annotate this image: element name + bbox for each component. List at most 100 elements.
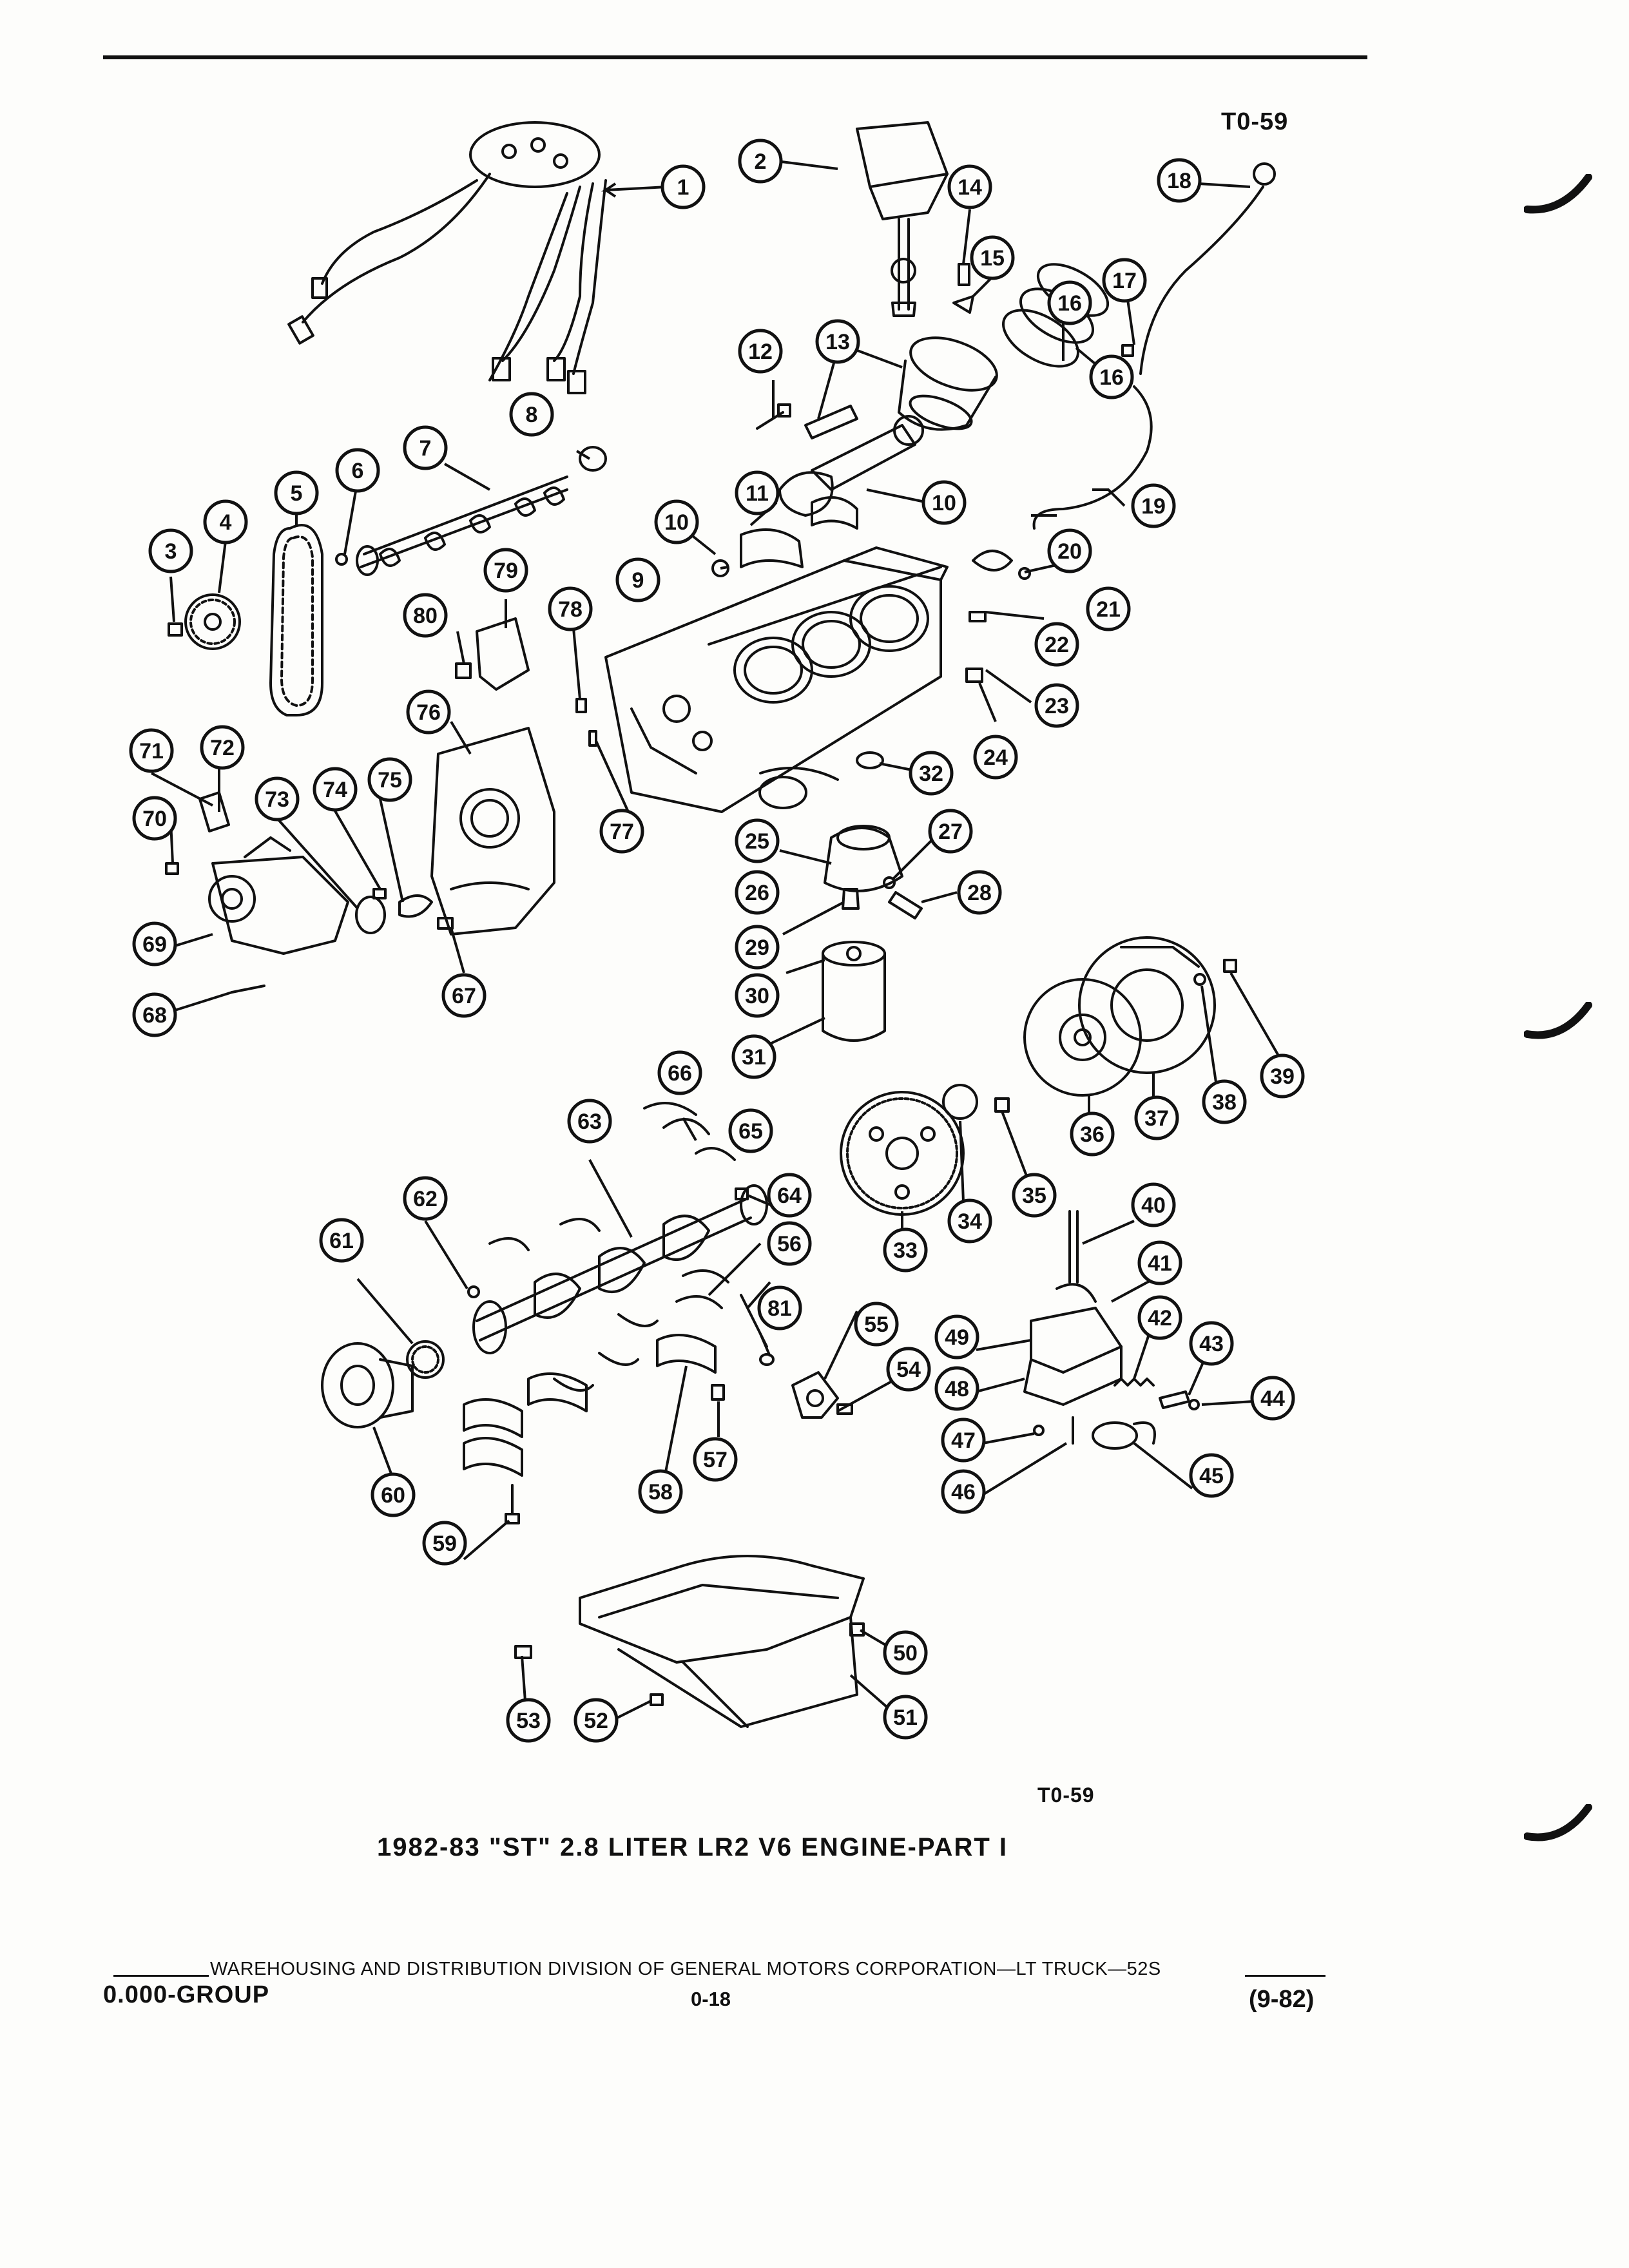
plate-bolt-drawing bbox=[1018, 567, 1031, 580]
footer-publisher-line: WAREHOUSING AND DISTRIBUTION DIVISION OF… bbox=[210, 1959, 1161, 1979]
callout-70: 70 bbox=[142, 807, 167, 831]
oil-pan-drawing bbox=[579, 1555, 865, 1728]
block-seal-drawing bbox=[856, 751, 884, 769]
callout-73: 73 bbox=[265, 787, 289, 812]
callout-51: 51 bbox=[893, 1706, 918, 1730]
crank-key-drawing bbox=[467, 1285, 480, 1298]
callout-35: 35 bbox=[1022, 1184, 1046, 1208]
leader-lines bbox=[151, 160, 1280, 1722]
callout-64: 64 bbox=[777, 1184, 802, 1208]
footer-revision-date: (9-82) bbox=[1249, 1986, 1315, 2013]
callout-10a: 10 bbox=[664, 510, 689, 535]
callout-16b: 16 bbox=[1099, 365, 1124, 390]
callout-numbers: 1 2 3 4 5 6 7 8 9 10 10 11 12 13 14 15 1… bbox=[139, 149, 1295, 1733]
callout-58: 58 bbox=[648, 1480, 673, 1504]
binder-hole-mark-3 bbox=[1524, 1804, 1592, 1841]
callout-47: 47 bbox=[951, 1428, 976, 1453]
callout-66: 66 bbox=[668, 1061, 692, 1086]
pump-seal-drawing bbox=[355, 896, 386, 934]
callout-61: 61 bbox=[329, 1229, 354, 1253]
callout-67: 67 bbox=[452, 984, 476, 1008]
callout-55: 55 bbox=[864, 1312, 889, 1337]
pressure-plate-drawing bbox=[1078, 936, 1216, 1074]
callout-43: 43 bbox=[1199, 1332, 1224, 1356]
callout-57: 57 bbox=[703, 1448, 728, 1472]
connecting-rod-drawing bbox=[778, 415, 924, 517]
callout-19: 19 bbox=[1141, 494, 1166, 519]
footer-rule-right bbox=[1245, 1975, 1325, 1977]
flywheel-drawing bbox=[840, 1091, 965, 1216]
callout-52: 52 bbox=[584, 1709, 608, 1733]
callout-27: 27 bbox=[938, 820, 963, 844]
callout-81: 81 bbox=[767, 1296, 792, 1321]
callout-68: 68 bbox=[142, 1003, 167, 1028]
callout-49: 49 bbox=[945, 1325, 969, 1350]
callout-59: 59 bbox=[432, 1532, 457, 1556]
callout-71: 71 bbox=[139, 739, 164, 764]
callout-6: 6 bbox=[352, 459, 364, 483]
oil-pump-drive-drawing bbox=[791, 1371, 853, 1419]
footer-rule-left bbox=[113, 1975, 209, 1977]
callout-78: 78 bbox=[558, 597, 583, 622]
water-outlet-plate-drawing bbox=[972, 550, 1013, 572]
callout-1: 1 bbox=[677, 175, 689, 200]
drain-plug-drawing bbox=[849, 1622, 865, 1637]
callout-17: 17 bbox=[1112, 269, 1137, 293]
rod-bolt-drawing bbox=[756, 403, 791, 430]
pump-bolt-small-drawing bbox=[1033, 1416, 1074, 1445]
callout-9: 9 bbox=[632, 568, 644, 593]
flywheel-spacer-drawing bbox=[942, 1084, 978, 1120]
callout-42: 42 bbox=[1148, 1306, 1172, 1331]
callout-65: 65 bbox=[738, 1119, 763, 1144]
callout-34: 34 bbox=[958, 1209, 982, 1234]
crank-sprocket-drawing bbox=[406, 1340, 445, 1379]
callout-79: 79 bbox=[494, 559, 518, 583]
figure-code-bottom: T0-59 bbox=[1037, 1783, 1095, 1807]
callout-31: 31 bbox=[742, 1045, 766, 1070]
callout-23: 23 bbox=[1045, 694, 1069, 718]
retaining-pin-drawing bbox=[1188, 1399, 1200, 1410]
callout-11: 11 bbox=[746, 481, 769, 506]
crankshaft-drawing bbox=[472, 1184, 768, 1354]
main-bearing-shells-drawing bbox=[488, 1102, 736, 1392]
top-rule bbox=[103, 55, 1367, 59]
filter-gasket-drawing bbox=[758, 776, 807, 809]
callout-15: 15 bbox=[980, 246, 1005, 271]
callout-22: 22 bbox=[1045, 633, 1069, 657]
callout-76: 76 bbox=[416, 700, 441, 725]
block-dowel-drawing bbox=[575, 698, 587, 713]
freeze-plug-drawing bbox=[965, 668, 983, 683]
timing-chain-drawing bbox=[269, 524, 323, 716]
callout-25: 25 bbox=[745, 829, 769, 854]
timing-cover-drawing bbox=[430, 727, 555, 936]
callout-80: 80 bbox=[413, 604, 438, 628]
main-cap-bolt-drawing bbox=[505, 1484, 520, 1524]
distributor-clamp-drawing bbox=[952, 263, 974, 314]
callout-5: 5 bbox=[291, 481, 303, 506]
figure-code-top: T0-59 bbox=[1221, 108, 1289, 135]
callout-56: 56 bbox=[777, 1232, 802, 1256]
cam-plug-drawing bbox=[579, 446, 607, 472]
main-bearing-caps-drawing bbox=[463, 1334, 717, 1477]
callout-45: 45 bbox=[1199, 1464, 1224, 1488]
callout-46: 46 bbox=[951, 1480, 976, 1504]
callout-48: 48 bbox=[945, 1377, 969, 1401]
shaft-retainer-drawing bbox=[759, 1353, 775, 1366]
pan-bolt-drawing bbox=[650, 1693, 664, 1706]
camshaft-drawing bbox=[356, 476, 568, 576]
cap-dowel-drawing bbox=[711, 1384, 725, 1401]
engine-block-drawing bbox=[604, 546, 949, 813]
oil-filter-drawing bbox=[822, 941, 886, 1042]
distributor-drawing bbox=[856, 121, 949, 317]
filter-fitting-drawing bbox=[842, 888, 860, 910]
cam-key-drawing bbox=[335, 553, 348, 566]
callout-74: 74 bbox=[323, 778, 347, 802]
piston-drawing bbox=[898, 336, 998, 431]
callout-4: 4 bbox=[220, 510, 232, 535]
callout-33: 33 bbox=[893, 1238, 918, 1263]
relief-valve-drawing bbox=[1159, 1390, 1190, 1409]
callout-21: 21 bbox=[1096, 597, 1121, 622]
callout-38: 38 bbox=[1212, 1090, 1237, 1115]
callout-62: 62 bbox=[413, 1187, 438, 1211]
callout-12: 12 bbox=[748, 340, 773, 364]
